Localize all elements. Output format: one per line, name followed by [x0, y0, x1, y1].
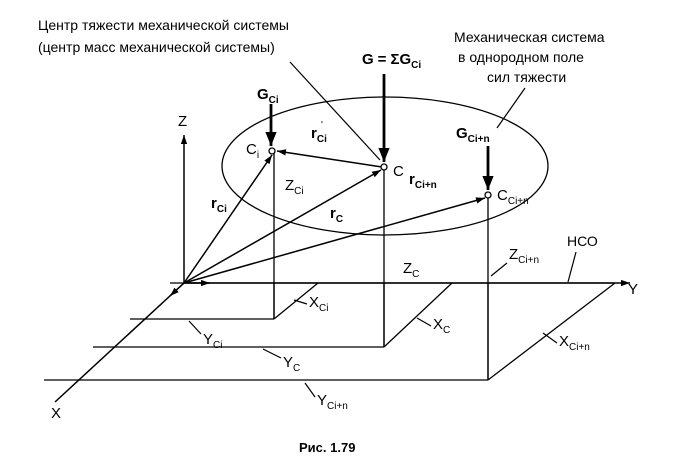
x-cin-leader	[542, 332, 558, 344]
label-r-c: rC	[330, 205, 343, 225]
label-r-cin: rCi+n	[409, 171, 437, 191]
system-title-line3: сил тяжести	[487, 69, 566, 85]
vector-r-ci-relative	[276, 149, 383, 168]
label-x-c: XC	[433, 316, 450, 336]
label-x-cin: XCi+n	[559, 333, 590, 353]
vector-r-cin	[183, 197, 486, 284]
center-title-line2: (центр масс механической системы)	[38, 39, 275, 55]
label-y-cin: YCi+n	[317, 392, 348, 412]
z-axis-label: Z	[178, 113, 187, 130]
figure-caption: Рис. 1.79	[299, 440, 355, 455]
svg-text:G=ΣGCi: G=ΣGCi	[362, 51, 421, 71]
frame-leader	[567, 251, 577, 283]
x-ci-leader	[293, 299, 308, 305]
label-x-ci: XCi	[309, 294, 328, 314]
xy-plane-rectangles	[44, 282, 616, 381]
label-r-ci-prime: '	[321, 120, 323, 131]
y-ci-leader	[188, 320, 202, 335]
label-c-cin: CCi+n	[497, 187, 529, 207]
center-title-line1: Центр тяжести механической системы	[38, 17, 289, 33]
label-z-cin: ZCi+n	[509, 246, 539, 266]
z-cin-leader	[490, 262, 508, 277]
label-c: C	[393, 163, 404, 180]
point-cin	[484, 191, 492, 199]
label-g-cin: GCi+n	[456, 125, 490, 145]
y-cin-leader	[304, 382, 316, 398]
label-r-ci: rCi	[211, 195, 227, 215]
vector-r-c	[183, 169, 382, 284]
label-z-c: ZC	[403, 260, 419, 280]
y-axis-label: Y	[628, 281, 638, 298]
system-title-line2: в однородном поле	[458, 49, 584, 65]
label-y-ci: YCi	[203, 331, 222, 351]
x-axis-label: X	[51, 405, 61, 422]
coordinate-axes	[54, 135, 630, 403]
x-axis	[54, 282, 185, 403]
center-leader-line	[289, 61, 381, 161]
total-weight-formula: G=ΣGCi	[362, 51, 421, 71]
label-ci: Ci	[246, 141, 259, 161]
point-c	[380, 163, 388, 171]
vector-r-ci	[183, 154, 273, 284]
y-c-leader	[262, 348, 282, 359]
system-title-line1: Механическая система	[454, 29, 605, 45]
label-g-ci: GCi	[257, 86, 279, 106]
label-r-ci-relative: rCi	[311, 125, 327, 145]
label-y-c: YC	[283, 354, 300, 374]
frame-label: НСО	[567, 233, 598, 249]
x-c-leader	[416, 317, 432, 327]
label-z-ci: ZCi	[285, 177, 304, 197]
system-leader-line	[496, 87, 526, 129]
point-ci	[268, 147, 276, 155]
